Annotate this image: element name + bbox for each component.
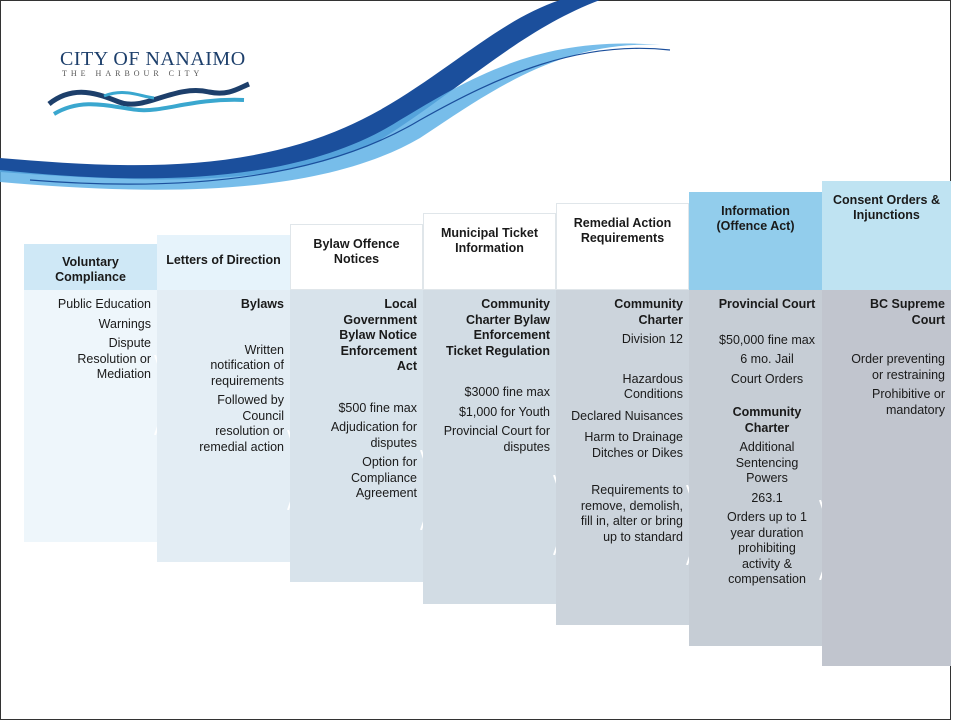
stage-body — [290, 290, 423, 582]
stage-item: Bylaws — [240, 297, 284, 311]
city-logo: CITY OF NANAIMO THE HARBOUR CITY — [30, 48, 250, 118]
stage-item: Adjudication for disputes — [330, 420, 417, 450]
stage-text: Local Government Bylaw Notice Enforcemen… — [321, 293, 417, 502]
stage-header: Municipal Ticket Information — [423, 213, 556, 290]
stage-item: Community Charter — [732, 405, 802, 435]
stage-item: Hazardous Conditions — [622, 371, 683, 402]
stage-body — [24, 290, 157, 542]
stage-item: Written notification of requirements — [210, 342, 284, 388]
stage-item: Local Government Bylaw Notice Enforcemen… — [339, 297, 417, 373]
stage-text: Provincial Court $50,000 fine max 6 mo. Ja… — [718, 293, 816, 588]
stage-item: Court Orders — [730, 371, 804, 386]
stage-item: Declared Nuisances — [571, 408, 683, 423]
header-swoosh — [0, 0, 671, 190]
stage-item: Division 12 — [621, 332, 683, 346]
stage-item: BC Supreme Court — [869, 297, 945, 327]
stage-text: Community Charter Bylaw Enforcement Tick… — [440, 293, 550, 455]
stage-body — [556, 290, 689, 625]
stage-item: Provincial Court — [718, 297, 816, 311]
stage-item: Public Education — [57, 297, 151, 311]
stage-item: Prohibitive or mandatory — [872, 387, 945, 417]
stage-item: $50,000 fine max — [719, 332, 815, 347]
stage-item: $1,000 for Youth — [458, 404, 550, 419]
stage-body — [157, 290, 290, 562]
stage-body — [822, 290, 951, 666]
stage-item: Provincial Court for disputes — [443, 424, 550, 454]
stage-item: Orders up to 1 year duration prohibiting… — [727, 510, 807, 586]
stage-item: Option for Compliance Agreement — [350, 455, 417, 500]
logo-title: CITY OF NANAIMO — [60, 48, 246, 70]
stage-item: Harm to Drainage Ditches or Dikes — [584, 430, 683, 460]
stage-item: Warnings — [98, 316, 151, 331]
stage-header: Remedial Action Requirements — [556, 203, 689, 290]
stage-header: Information (Offence Act) — [689, 192, 822, 290]
logo-subtitle: THE HARBOUR CITY — [62, 69, 204, 78]
stage-header: Consent Orders & Injunctions — [822, 181, 951, 290]
stage-item: Community Charter — [614, 297, 683, 327]
stage-item: $500 fine max — [338, 400, 417, 415]
stage-item: Followed by Council resolution or remedi… — [199, 393, 284, 454]
stage-body — [689, 290, 822, 646]
stage-item: Community Charter Bylaw Enforcement Tick… — [446, 297, 550, 358]
stage-item: Additional Sentencing Powers — [735, 440, 799, 485]
stage-item: Order preventing or restraining — [851, 352, 945, 382]
stage-item: 6 mo. Jail — [740, 352, 794, 366]
stage-body — [423, 290, 556, 604]
stage-item: Dispute Resolution or Mediation — [77, 336, 151, 381]
stage-item: $3000 fine max — [464, 385, 550, 399]
stage-header: Voluntary Compliance — [24, 244, 157, 290]
stage-item: Requirements to remove, demolish, fill i… — [580, 483, 683, 544]
stage-header: Letters of Direction — [157, 235, 290, 290]
logo-waves-icon — [47, 81, 250, 116]
stage-header: Bylaw Offence Notices — [290, 224, 423, 290]
stage-item: 263.1 — [751, 490, 783, 505]
